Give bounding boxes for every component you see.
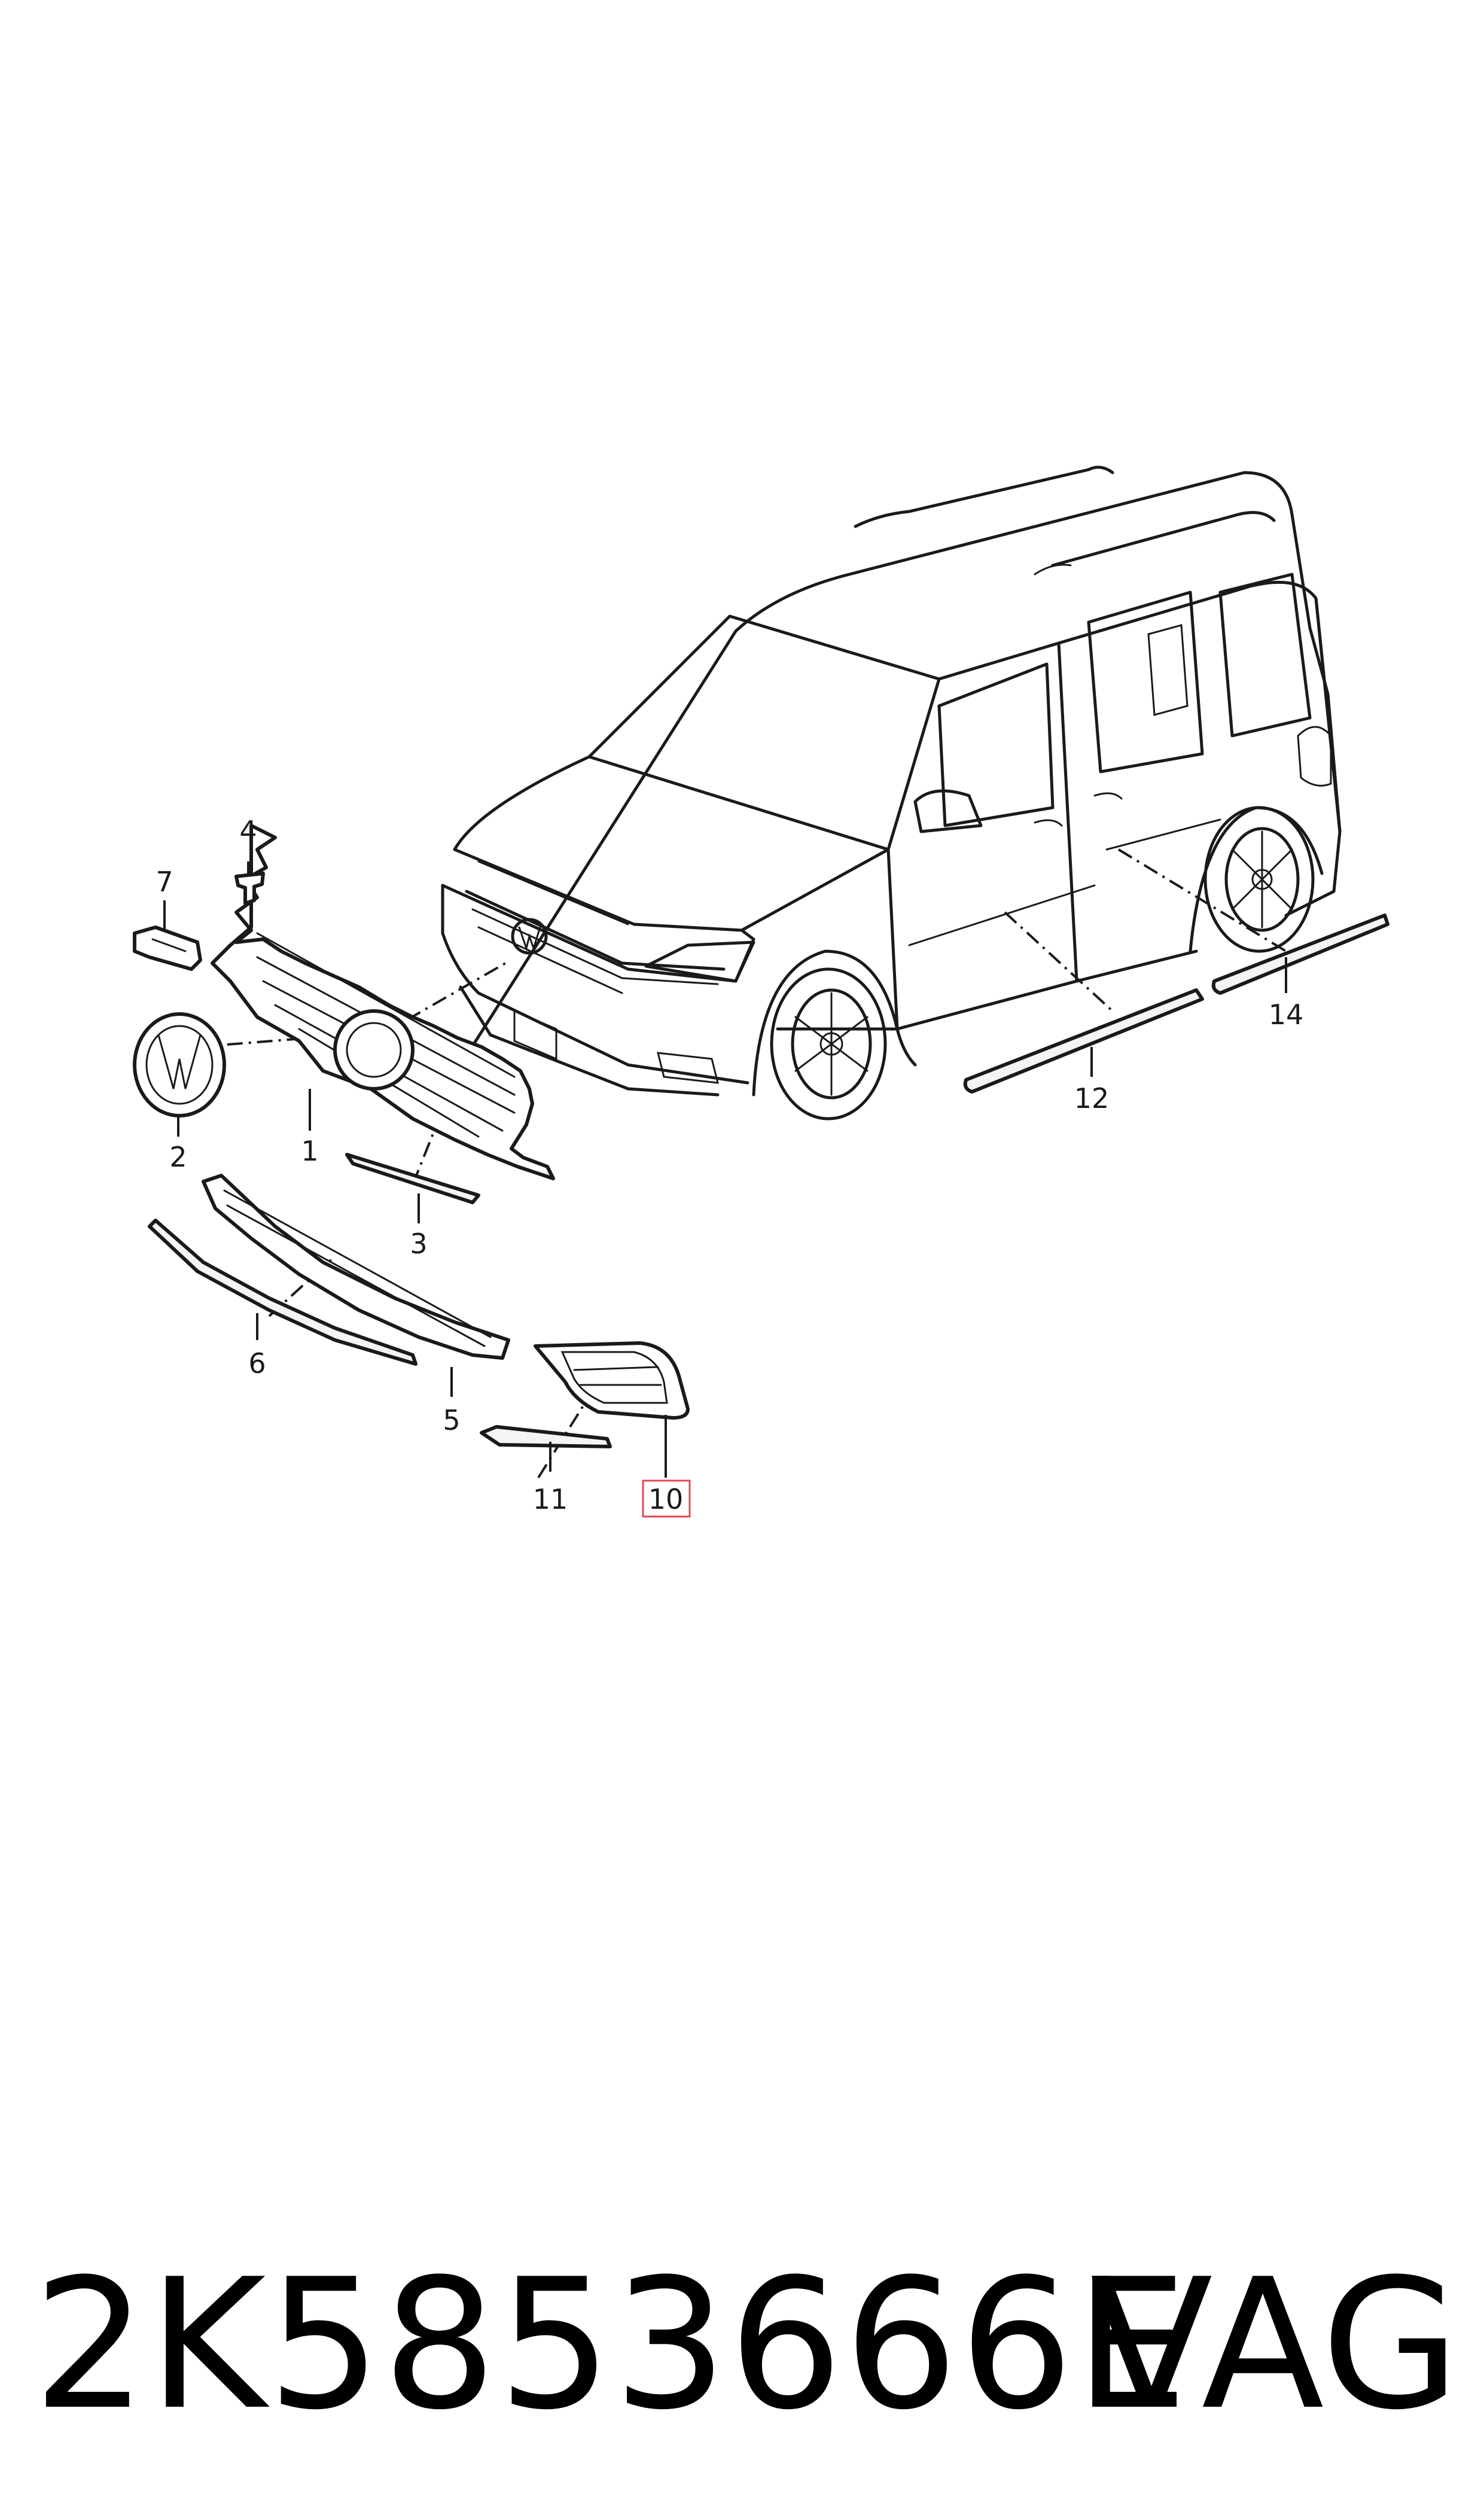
callout-10: 10 bbox=[648, 1483, 684, 1515]
callout-2: 2 bbox=[169, 1141, 187, 1173]
callout-4: 4 bbox=[239, 815, 257, 847]
part-side-moulding-12 bbox=[963, 988, 1204, 1094]
callout-labels: 1 2 3 4 5 6 7 10 11 12 14 bbox=[156, 815, 1304, 1518]
callout-5: 5 bbox=[443, 1404, 460, 1436]
callout-6: 6 bbox=[248, 1347, 266, 1380]
leader-lines bbox=[163, 861, 1287, 1478]
part-badge bbox=[133, 1012, 226, 1118]
part-number: 2K5853666E bbox=[33, 2240, 1190, 2449]
part-fog-strip bbox=[480, 1425, 612, 1448]
part-grille-strip bbox=[345, 1153, 480, 1204]
callout-12: 12 bbox=[1074, 1082, 1110, 1115]
part-bracket bbox=[133, 925, 202, 971]
callout-1: 1 bbox=[301, 1135, 318, 1167]
part-lower-grille bbox=[202, 1174, 510, 1360]
callout-11: 11 bbox=[533, 1483, 568, 1515]
part-fog-cover bbox=[534, 1341, 690, 1420]
callout-7: 7 bbox=[156, 866, 173, 898]
part-clip bbox=[234, 872, 265, 905]
brand-label: VAG bbox=[1090, 2240, 1460, 2449]
part-grille bbox=[211, 824, 555, 1180]
callout-14: 14 bbox=[1269, 998, 1304, 1031]
part-side-moulding-14 bbox=[1211, 914, 1389, 995]
callout-10-highlight bbox=[642, 1479, 691, 1518]
callout-3: 3 bbox=[410, 1228, 427, 1260]
part-lower-strip bbox=[148, 1219, 418, 1366]
van-illustration bbox=[441, 465, 1342, 1121]
